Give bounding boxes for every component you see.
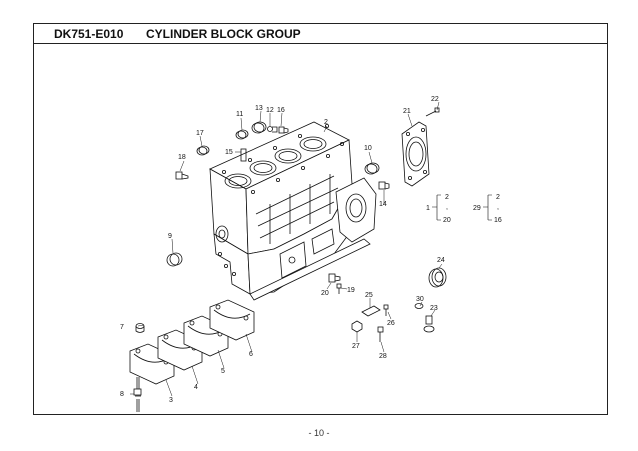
cylinder-block	[209, 121, 377, 301]
callout-3: 3	[169, 397, 173, 404]
group-29-member-a: 2	[496, 194, 500, 201]
group-29-member-b: 16	[494, 217, 502, 224]
callout-19: 19	[347, 287, 355, 294]
leader-lines	[130, 101, 443, 397]
bolt-8	[133, 377, 142, 412]
plug-9	[166, 252, 183, 267]
diagram-frame: DK751-E010 CYLINDER BLOCK GROUP	[33, 23, 608, 415]
plug-12	[267, 126, 278, 133]
header-bar: DK751-E010 CYLINDER BLOCK GROUP	[34, 24, 607, 44]
callout-6: 6	[249, 351, 253, 358]
callout-10: 10	[364, 145, 372, 152]
plug-18	[175, 171, 189, 180]
plug-10	[364, 162, 380, 175]
plug-16	[278, 126, 289, 134]
dowel-7	[135, 323, 145, 333]
group-29-parent: 29	[473, 205, 481, 212]
callout-12: 12	[266, 107, 274, 114]
drawing-code: DK751-E010	[54, 27, 124, 41]
plug-23	[423, 315, 435, 333]
callout-18: 18	[178, 154, 186, 161]
callout-28: 28	[379, 353, 387, 360]
callout-4: 4	[194, 384, 198, 391]
plug-13	[251, 121, 267, 134]
callout-15: 15	[225, 149, 233, 156]
callout-25: 25	[365, 292, 373, 299]
group-29: 29 2 , 16	[473, 194, 502, 224]
bolt-28	[377, 326, 384, 342]
exploded-view-drawing: 22 21 2 10 11 13 12 16 17 18 15 14 9 24 …	[120, 96, 502, 412]
plug-17	[196, 145, 210, 156]
callout-8: 8	[120, 391, 124, 398]
callout-14: 14	[379, 201, 387, 208]
callout-7: 7	[120, 324, 124, 331]
page-number: - 10 -	[308, 428, 330, 438]
callout-20: 20	[321, 290, 329, 297]
callout-9: 9	[168, 233, 172, 240]
group-1: 1 2 , 20	[426, 194, 451, 224]
plug-20	[328, 273, 341, 283]
callout-23: 23	[430, 305, 438, 312]
group-1-separator: ,	[446, 204, 448, 211]
bracket-25	[361, 305, 381, 317]
callout-22: 22	[431, 96, 439, 103]
bolt-26	[383, 304, 389, 316]
plug-14	[378, 181, 390, 190]
bolt-19	[336, 283, 342, 294]
oil-seal-24	[428, 267, 447, 288]
bolt-22	[425, 107, 440, 117]
callout-17: 17	[196, 130, 204, 137]
bearing-cap-6	[209, 299, 255, 341]
callout-labels: 22 21 2 10 11 13 12 16 17 18 15 14 9 24 …	[120, 96, 445, 404]
callout-27: 27	[352, 343, 360, 350]
oil-seal-case	[401, 121, 430, 187]
plug-11	[235, 129, 249, 140]
group-1-member-a: 2	[445, 194, 449, 201]
group-1-member-b: 20	[443, 217, 451, 224]
callout-26: 26	[387, 320, 395, 327]
pin-15	[240, 148, 247, 162]
callout-30: 30	[416, 296, 424, 303]
callout-5: 5	[221, 368, 225, 375]
callout-21: 21	[403, 108, 411, 115]
callout-13: 13	[255, 105, 263, 112]
callout-24: 24	[437, 257, 445, 264]
callout-2: 2	[324, 119, 328, 126]
nut-27	[351, 320, 363, 333]
drawing-title: CYLINDER BLOCK GROUP	[146, 27, 301, 41]
group-29-separator: ,	[497, 204, 499, 211]
group-1-parent: 1	[426, 205, 430, 212]
callout-16: 16	[277, 107, 285, 114]
callout-11: 11	[236, 111, 243, 118]
washer-30	[414, 303, 424, 309]
